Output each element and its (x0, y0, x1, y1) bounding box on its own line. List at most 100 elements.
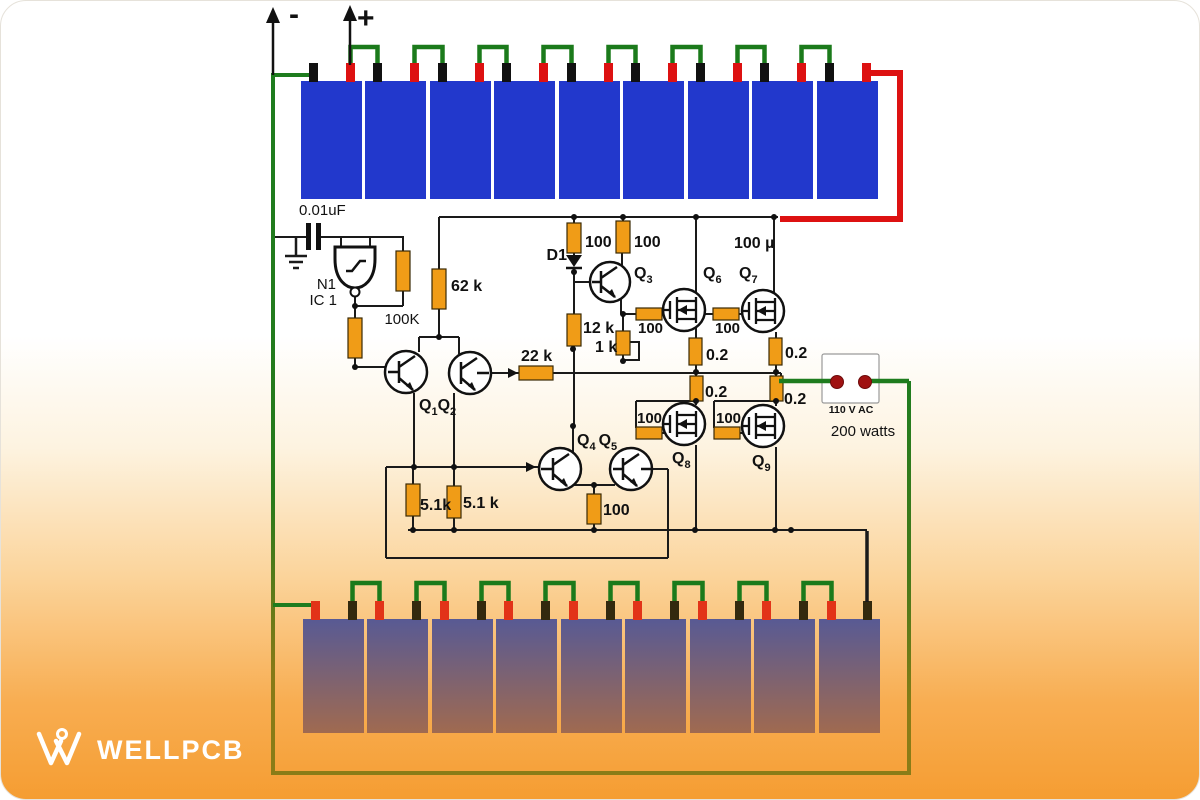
q9-mosfet (740, 403, 786, 449)
resistor-02-q6 (688, 337, 703, 366)
top-bank-terminals (309, 63, 871, 82)
jumper (350, 580, 382, 605)
battery-cell (690, 619, 751, 733)
resistor-22k (518, 365, 554, 381)
battery-cell (623, 81, 684, 199)
r02-q6-label: 0.2 (706, 347, 728, 364)
battery-cell (367, 619, 428, 733)
battery-cell (301, 81, 362, 199)
r100-rail-a-label: 100 (585, 234, 612, 251)
top-battery-bank (301, 44, 878, 199)
polarity-arrows (266, 5, 357, 75)
top-bank-jumpers (348, 44, 832, 67)
r62k-label: 62 k (451, 278, 482, 295)
q5-body (608, 446, 654, 492)
jumper (479, 580, 511, 605)
bottom-bank-jumpers (350, 580, 834, 605)
socket-watts-label: 200 watts (831, 423, 895, 440)
wellpcb-w-icon (36, 731, 82, 766)
ic-name-label: IC 1 (309, 292, 337, 309)
plus-label: + (357, 2, 375, 35)
q3-glyph (592, 265, 618, 298)
resistor-100-gate-q9 (713, 426, 741, 440)
ic-ref-label: N1 (317, 276, 336, 293)
resistors (347, 220, 784, 525)
r100-rail-b-label: 100 (634, 234, 661, 251)
q4-body (537, 446, 583, 492)
q1-q2-emitter-drops (413, 393, 455, 467)
q8-label: Q8 (672, 450, 691, 471)
capacitor-plate (306, 223, 311, 250)
q6-mosfet (661, 287, 707, 333)
jumper (799, 44, 832, 67)
r51k-a-label: 5.1k (420, 497, 451, 514)
junction-dots (352, 214, 794, 533)
q5-glyph (613, 452, 651, 487)
diode-d1 (566, 255, 582, 270)
r100-gate-q7-label: 100 (715, 320, 740, 337)
resistor-51k-a (405, 483, 421, 517)
q3-label: Q3 (634, 265, 653, 286)
d1-label: D1 (547, 247, 568, 264)
schmitt-gate-n1 (333, 245, 377, 298)
r100-q45-label: 100 (603, 502, 630, 519)
oscillator-input-line (275, 236, 404, 252)
r100k-label: 100K (384, 311, 419, 328)
socket-pin-left (830, 375, 844, 389)
resistor-51k-b (446, 485, 462, 519)
return-wires (271, 73, 911, 775)
socket-pin-right (858, 375, 872, 389)
battery-cell (430, 81, 491, 199)
input-capacitor (306, 223, 321, 250)
current-arrow-output-rail (508, 368, 518, 378)
feedback-rail-c (386, 468, 669, 559)
jumper (414, 580, 447, 605)
q1-glyph (388, 354, 416, 391)
jumper (670, 44, 703, 67)
battery-cell (496, 619, 557, 733)
resistor-100-gate-q8 (635, 426, 663, 440)
bottom-bank-terminals (311, 601, 872, 620)
cap-input-label: 0.01uF (299, 202, 346, 219)
bottom-battery-bank (303, 531, 880, 733)
hysteresis-icon (346, 259, 366, 273)
positive-feed-wire (780, 70, 903, 222)
r100-gate-q8-label: 100 (637, 410, 662, 427)
resistor-12k (566, 313, 582, 347)
resistor-100-rail-a (566, 222, 582, 254)
jumper (608, 580, 640, 605)
r12k-label: 12 k (583, 320, 614, 337)
battery-cell (817, 81, 878, 199)
jumper (606, 44, 638, 67)
battery-cell (752, 81, 813, 199)
q7-label: Q7 (739, 265, 758, 286)
r22k-label: 22 k (521, 348, 552, 365)
cap-output-label: 100 µ (734, 235, 774, 252)
r02-q8-label: 0.2 (705, 384, 727, 401)
r02-q9-label: 0.2 (784, 391, 806, 408)
jumper (737, 580, 769, 605)
jumper (801, 580, 834, 605)
battery-cell (819, 619, 880, 733)
current-arrow-base-rail (526, 462, 536, 472)
bottom-bank-cells (303, 619, 880, 733)
r1k-label: 1 k (595, 339, 617, 356)
resistor-100k (395, 250, 411, 292)
q9-label: Q9 (752, 453, 771, 474)
jumper (541, 44, 574, 67)
resistor-gate-series (347, 317, 363, 359)
socket-voltage-label: 110 V AC (829, 404, 874, 416)
r51k-b-label: 5.1 k (463, 495, 499, 512)
resistor-100-gate-q7 (712, 307, 740, 321)
output-socket: 110 V AC 200 watts (779, 353, 909, 440)
r100-gate-q9-label: 100 (716, 410, 741, 427)
plus-arrow-head (343, 5, 357, 21)
q1-q2-label: Q1Q2 (419, 397, 456, 418)
resistor-1k (615, 330, 631, 356)
mosfet-transistors (661, 287, 786, 449)
